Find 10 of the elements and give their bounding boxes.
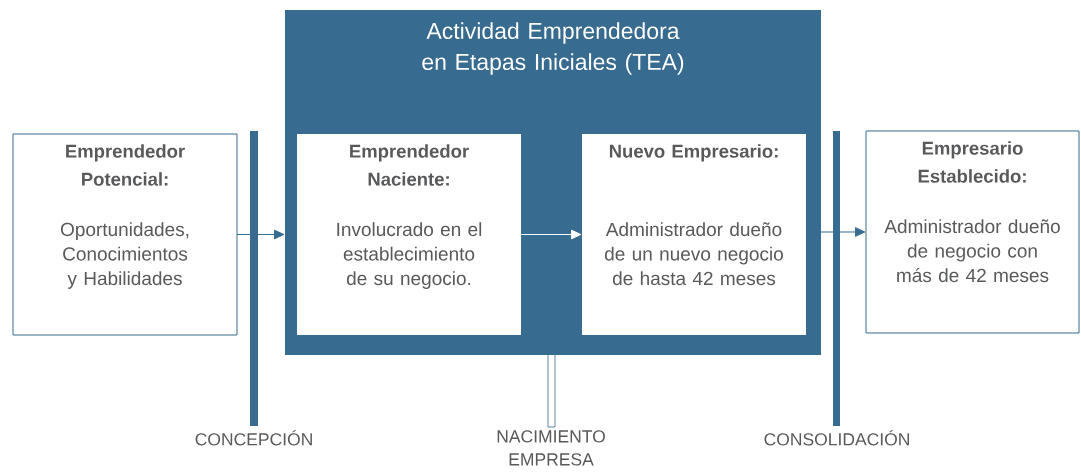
arrow xyxy=(236,229,285,240)
arrow xyxy=(520,229,582,240)
stage-label: CONCEPCIÓN xyxy=(195,430,312,446)
stage-box: Empresario Establecido: Administrador dueño de negocio con más de 42 meses xyxy=(865,130,1080,334)
stage-label: NACIMIENTO EMPRESA xyxy=(497,430,605,466)
stage-box: Emprendedor Naciente: Involucrado en el establecimiento de su negocio. xyxy=(297,134,521,335)
stage-label: CONSOLIDACIÓN xyxy=(764,430,909,446)
stage-box: Emprendedor Potencial: Oportunidades, Conocimientos y Habilidades xyxy=(12,133,238,336)
arrow xyxy=(820,227,866,237)
stage-box: Nuevo Empresario: Administrador dueño de un nuevo negocio de hasta 42 meses xyxy=(582,134,806,335)
